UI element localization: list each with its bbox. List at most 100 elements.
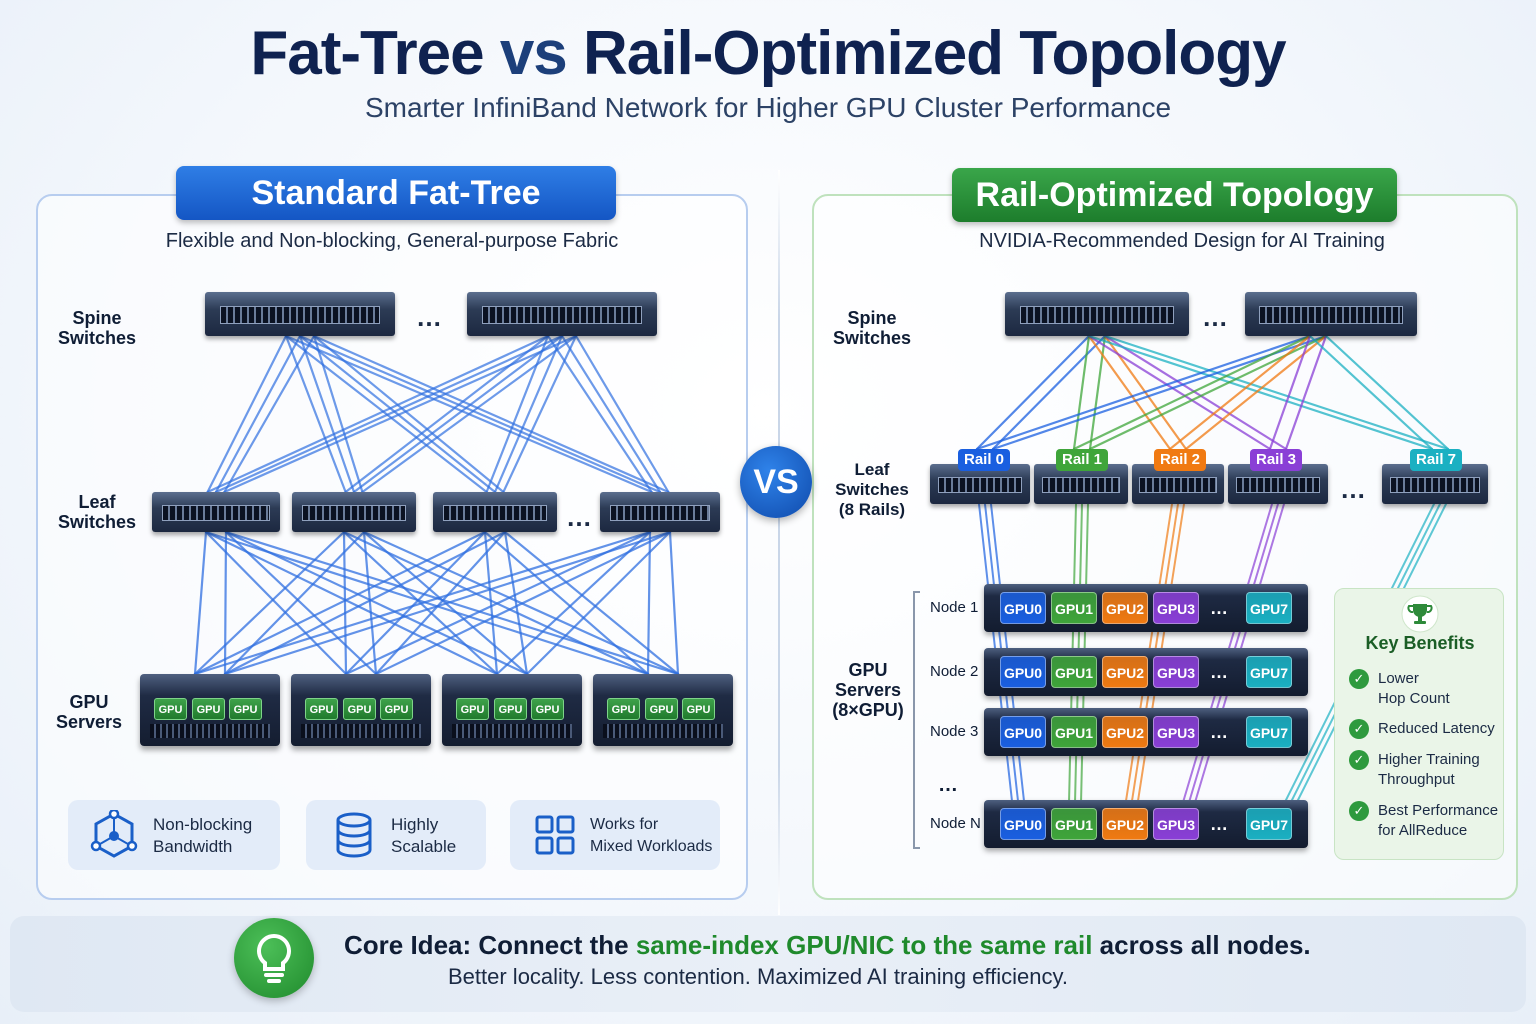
left-leaf-switch [433, 492, 557, 532]
key-benefits-title: Key Benefits [1365, 633, 1475, 653]
right-spine-switch [1005, 292, 1189, 336]
trophy-icon [1401, 595, 1439, 633]
node-gpu-ellipsis: … [1210, 814, 1228, 834]
gpu-chip: GPU [607, 698, 640, 720]
left-leaf-switch [152, 492, 280, 532]
right-gpu-label-line2: Servers [834, 680, 902, 700]
spine-leaf-link [574, 334, 670, 494]
key-benefit-line: Higher Training [1378, 751, 1480, 768]
node-label: Node N [930, 815, 981, 832]
rail-spine-link [1087, 334, 1272, 451]
leaf-server-link [204, 530, 348, 676]
rail-spine-link [975, 334, 1312, 451]
node-gpu-chip: GPU2 [1102, 656, 1148, 688]
rail-spine-link [1268, 334, 1312, 451]
server-vent [301, 724, 421, 738]
server-vent [150, 724, 270, 738]
gpu-chip: GPU [192, 698, 225, 720]
gpu-chip: GPU [531, 698, 564, 720]
leaf-server-link [223, 530, 672, 676]
left-spine-label: Spine Switches [52, 308, 142, 348]
leaf-server-link [344, 530, 652, 676]
gpu-chip: GPU [645, 698, 678, 720]
leaf-server-link [224, 530, 378, 676]
rail-spine-link [1072, 334, 1312, 451]
left-gpu-label-line1: GPU [69, 692, 109, 712]
gpu-chip: GPU [494, 698, 527, 720]
grid-squares-icon [535, 815, 575, 855]
network-hexagon-icon [90, 810, 138, 858]
node-bracket [913, 591, 920, 849]
spine-leaf-link [493, 334, 564, 494]
title-rail-optimized: Rail-Optimized Topology [583, 19, 1287, 88]
benefit-line: Non-blocking [153, 815, 253, 834]
leaf-server-link [668, 530, 680, 676]
right-spine-label-line2: Switches [832, 328, 912, 348]
benefit-line: Scalable [391, 837, 457, 856]
benefit-card-scalable: Highly Scalable [306, 800, 486, 870]
rail-tag: Rail 1 [1056, 449, 1109, 471]
spine-leaf-link [298, 334, 356, 494]
benefit-line: Works for [590, 816, 659, 833]
key-benefit-line: Lower [1378, 670, 1419, 687]
right-leaf-label: Leaf Switches (8 Rails) [826, 460, 918, 520]
benefit-line: Bandwidth [153, 837, 233, 856]
gpu-chip: GPU [343, 698, 376, 720]
leaf-server-link [362, 530, 378, 676]
left-gpu-label: GPU Servers [44, 692, 134, 732]
spine-leaf-link [223, 334, 316, 494]
leaf-server-link [193, 530, 208, 676]
spine-leaf-link [312, 334, 670, 494]
rail-leaf-switch [1034, 464, 1128, 504]
spine-leaf-link [206, 334, 550, 494]
core-idea-lead: Core Idea: Connect the [344, 930, 636, 960]
benefit-text-nonblocking: Non-blocking Bandwidth [153, 814, 252, 858]
check-icon: ✓ [1349, 669, 1369, 689]
gpu-chip: GPU [682, 698, 715, 720]
node-gpu-chip: GPU0 [1000, 716, 1046, 748]
rail-spine-link [1087, 334, 1172, 451]
node-gpu-chip: GPU2 [1102, 592, 1148, 624]
leaf-server-link [224, 530, 680, 676]
rail-spine-link [975, 334, 1091, 451]
title-vs: vs [499, 19, 568, 88]
spine-leaf-link [214, 334, 564, 494]
node-gpu-chip: GPU1 [1051, 592, 1097, 624]
leaf-server-link [223, 530, 366, 676]
spine-leaf-link [361, 334, 578, 494]
spine-leaf-link [206, 334, 288, 494]
check-icon: ✓ [1349, 750, 1369, 770]
node-gpu-chip: GPU7 [1246, 592, 1292, 624]
rail-spine-link [1308, 334, 1434, 451]
node-gpu-chip: GPU3 [1153, 716, 1199, 748]
rail-spine-link [1103, 334, 1450, 451]
key-benefit-line: for AllReduce [1378, 822, 1468, 839]
node-gpu-chip: GPU0 [1000, 592, 1046, 624]
right-spine-ellipsis: … [1202, 302, 1230, 332]
node-label: Node 3 [930, 723, 979, 740]
right-leaf-label-line3: (8 Rails) [838, 500, 906, 519]
spine-leaf-link [502, 334, 578, 494]
right-leaf-ellipsis: … [1340, 474, 1368, 504]
node-gpu-chip: GPU2 [1102, 808, 1148, 840]
key-benefit-line: Throughput [1378, 771, 1455, 788]
right-spine-label-line1: Spine [847, 308, 897, 328]
spine-leaf-link [284, 334, 347, 494]
title-fat-tree: Fat-Tree [250, 19, 484, 88]
leaf-server-link [483, 530, 650, 676]
right-gpu-label-line1: GPU [848, 660, 888, 680]
leaf-server-link [503, 530, 680, 676]
right-leaf-label-line1: Leaf [854, 460, 890, 479]
database-icon [336, 812, 372, 858]
left-leaf-ellipsis: … [566, 502, 594, 532]
rail-optimized-subtitle: NVIDIA-Recommended Design for AI Trainin… [979, 230, 1385, 252]
leaf-server-link [344, 530, 487, 676]
benefit-card-workloads: Works for Mixed Workloads [510, 800, 720, 870]
leaf-server-link [193, 530, 346, 676]
node-label: Node 1 [930, 599, 979, 616]
page-title: Fat-Tree vs Rail-Optimized Topology [0, 18, 1536, 89]
